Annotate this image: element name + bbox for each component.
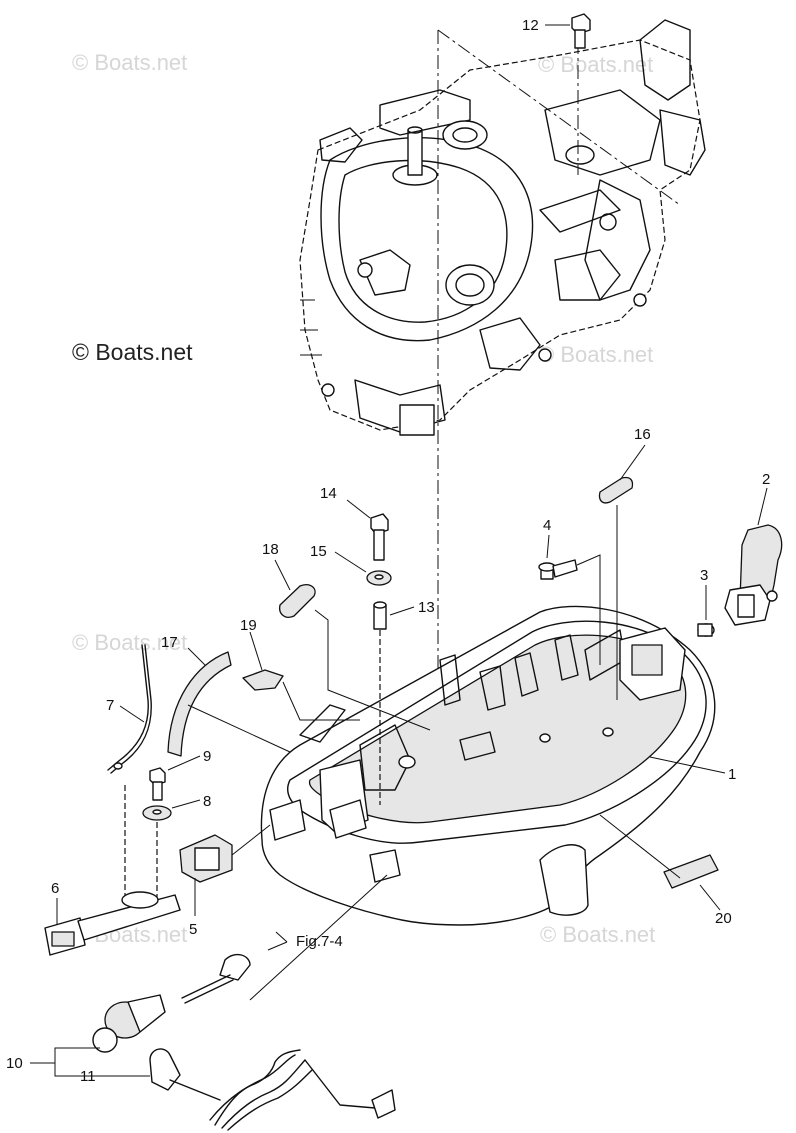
watermark-mid-right: © Boats.net — [538, 342, 653, 367]
callout-12: 12 — [522, 17, 539, 34]
callout-14: 14 — [320, 485, 337, 502]
seal-icon-16 — [598, 476, 634, 700]
callout-18: 18 — [262, 541, 279, 558]
collar-icon-3 — [697, 623, 715, 637]
bolt-icon-9 — [149, 767, 166, 801]
plug-icon-6 — [44, 891, 181, 956]
bolt-icon-12 — [571, 13, 591, 49]
seal-icon-17 — [167, 651, 291, 757]
callout-10: 10 — [6, 1055, 23, 1072]
cable-lead-line — [249, 874, 388, 1001]
lanyard-icon-11 — [149, 1048, 396, 1131]
collar-icon-13 — [373, 601, 387, 805]
callout-20: 20 — [715, 910, 732, 927]
watermark-top-right: © Boats.net — [538, 52, 653, 77]
callout-16: 16 — [634, 426, 651, 443]
callout-1: 1 — [728, 766, 736, 783]
callout-7: 7 — [106, 697, 114, 714]
callout-4: 4 — [543, 517, 551, 534]
watermark-main: © Boats.net — [72, 339, 193, 365]
label-icon-19 — [242, 669, 360, 721]
label-icon-18 — [279, 584, 431, 731]
callout-17: 17 — [161, 634, 178, 651]
engine-block-illustration — [299, 19, 706, 436]
switch-icon-10 — [92, 953, 251, 1053]
leader-lines — [30, 24, 768, 1077]
reference-arrow — [267, 931, 288, 951]
watermark-mid-left: © Boats.net — [72, 630, 187, 655]
washer-icon-8 — [142, 805, 172, 905]
reference-fig-7-4: Fig.7-4 — [296, 933, 343, 950]
bolt-icon-4 — [538, 554, 601, 665]
bottom-cowling-illustration — [260, 605, 716, 926]
bolt-icon-14 — [370, 513, 389, 561]
grommet-icon-5 — [179, 824, 271, 883]
callout-15: 15 — [310, 543, 327, 560]
cable-icon-7 — [107, 644, 152, 905]
callout-3: 3 — [700, 567, 708, 584]
watermark-top-left: © Boats.net — [72, 50, 187, 75]
callout-19: 19 — [240, 617, 257, 634]
callout-6: 6 — [51, 880, 59, 897]
washer-icon-15 — [366, 570, 392, 586]
label-icon-20 — [599, 814, 719, 889]
callout-13: 13 — [418, 599, 435, 616]
callout-11: 11 — [80, 1068, 96, 1085]
callout-8: 8 — [203, 793, 211, 810]
callout-2: 2 — [762, 471, 770, 488]
callout-5: 5 — [189, 921, 197, 938]
watermark-bottom-right: © Boats.net — [540, 922, 655, 947]
callout-9: 9 — [203, 748, 211, 765]
latch-lever-icon — [724, 524, 783, 626]
